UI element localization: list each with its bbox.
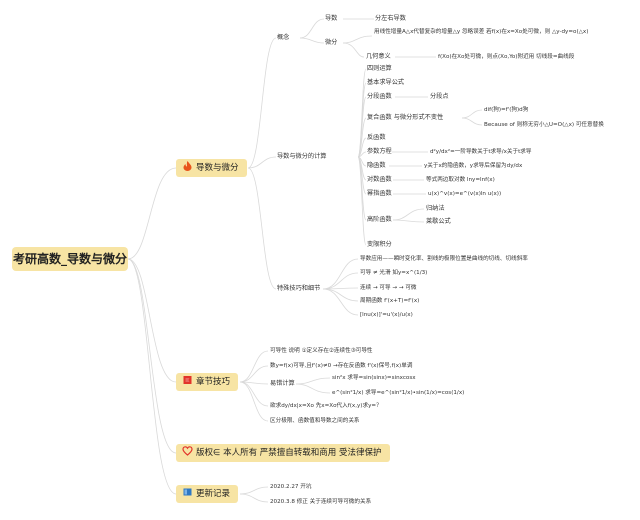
node-update-1[interactable]: 2020.2.27 开坑 <box>270 484 312 490</box>
node-variable-limit-integral[interactable]: 变限积分 <box>367 241 392 248</box>
node-differential[interactable]: 微分 <box>325 39 338 46</box>
node-tip-4[interactable]: 欲求dy/dx|x=Xo 先x=Xo代入f(x,y)求y=？ <box>270 403 382 409</box>
node-implicit-detail[interactable]: y关于x的隐函数，y求导后保留为dy/dx <box>424 163 523 169</box>
node-higher-order[interactable]: 高阶函数 <box>367 216 392 223</box>
node-derivative-detail[interactable]: 分左右导数 <box>375 15 406 22</box>
node-log[interactable]: 对数函数 <box>367 176 392 183</box>
heart-icon <box>182 446 193 456</box>
node-piecewise[interactable]: 分段函数 <box>367 93 392 100</box>
node-trick-4[interactable]: 周期函数 f'(x+T)=f'(x) <box>360 298 420 304</box>
branch-label: 章节技巧 <box>196 377 231 387</box>
node-inverse[interactable]: 反函数 <box>367 134 386 141</box>
branch-derivative-differential[interactable]: 导数与微分 <box>176 159 247 177</box>
node-trick-1[interactable]: 导数应用——瞬时变化率、割线的极限位置是曲线的切线、切线斜率 <box>360 256 528 262</box>
node-trick-2[interactable]: 可导 ≠ 光滑 如y=x^(1/3) <box>360 270 428 276</box>
root-topic[interactable]: 考研高数_导数与微分 <box>12 247 128 271</box>
node-leibniz[interactable]: 莱歇公式 <box>426 218 451 225</box>
node-calculation[interactable]: 导数与微分的计算 <box>277 153 327 160</box>
node-update-2[interactable]: 2020.3.8 修正 关于连续可导可微的关系 <box>270 499 372 505</box>
node-concept[interactable]: 概念 <box>277 34 290 41</box>
node-arithmetic[interactable]: 四则运算 <box>367 65 392 72</box>
node-induction[interactable]: 归纳法 <box>426 205 445 212</box>
node-tip-3b[interactable]: e^(sin²1/x) 求导=e^(sin²1/x)•sin(1/x)=cos(… <box>332 390 465 396</box>
node-parametric[interactable]: 参数方程 <box>367 148 392 155</box>
node-tip-2[interactable]: 数y=f(x)可导,且f'(x)≠0 →存在反函数 f'(x)保号,f(x)单调 <box>270 363 413 369</box>
node-trick-3[interactable]: 连续 → 可导 → → 可微 <box>360 285 417 291</box>
flag-icon <box>183 376 192 384</box>
node-differential-detail[interactable]: 用线性增量A△x代替复杂的增量△y 忽略误差 若f(x)在x=Xo处可微，则 △… <box>374 29 589 35</box>
node-composite-a[interactable]: dif(狗)=f'(狗)d狗 <box>484 107 529 113</box>
node-power-exp-detail[interactable]: u(x)^v(x)=e^(v(x)ln u(x)) <box>428 191 502 197</box>
branch-label: 版权∈ 本人所有 严禁擅自转载和商用 受法律保护 <box>196 448 382 458</box>
book-icon <box>183 488 192 496</box>
node-derivative[interactable]: 导数 <box>325 15 338 22</box>
node-basic-formulas[interactable]: 基本求导公式 <box>367 79 405 86</box>
node-tip-3a[interactable]: sin²x 求导=sin(sinx)=sinxcosx <box>332 375 416 381</box>
node-parametric-detail[interactable]: d²y/dx²=一阶导数关于t求导/x关于t求导 <box>430 149 532 155</box>
node-implicit[interactable]: 隐函数 <box>367 162 386 169</box>
branch-chapter-tips[interactable]: 章节技巧 <box>176 373 239 391</box>
fire-icon <box>183 161 192 171</box>
node-geometric-detail[interactable]: f(Xo)在Xo处可微，则点(Xo,Yo)附近用 切线段=曲线段 <box>438 54 575 60</box>
branch-label: 导数与微分 <box>196 163 239 173</box>
node-tip-1[interactable]: 可导性 说明 ①定义存在②连续性③可导性 <box>270 348 373 354</box>
node-power-exp[interactable]: 幂指函数 <box>367 190 392 197</box>
node-tip-3[interactable]: 易错计算 <box>270 380 295 387</box>
node-trick-5[interactable]: [lnu(x)]'=u'(x)/u(x) <box>360 312 413 318</box>
branch-update-log[interactable]: 更新记录 <box>176 485 239 503</box>
branch-label: 更新记录 <box>196 489 231 499</box>
node-piecewise-detail[interactable]: 分段点 <box>430 93 449 100</box>
node-geometric-meaning[interactable]: 几何意义 <box>366 53 391 60</box>
node-special-tricks[interactable]: 特殊技巧和细节 <box>277 285 321 292</box>
node-composite[interactable]: 复合函数 与微分形式不变性 <box>367 114 444 121</box>
node-tip-5[interactable]: 区分极限、函数值和导数之间的关系 <box>270 418 360 424</box>
node-log-detail[interactable]: 等式两边取对数 lny=lnf(x) <box>426 177 495 183</box>
branch-copyright[interactable]: 版权∈ 本人所有 严禁擅自转载和商用 受法律保护 <box>176 444 390 462</box>
node-composite-b[interactable]: Because of 则称无穷小△U=O(△x) 可任意替换 <box>484 122 604 128</box>
